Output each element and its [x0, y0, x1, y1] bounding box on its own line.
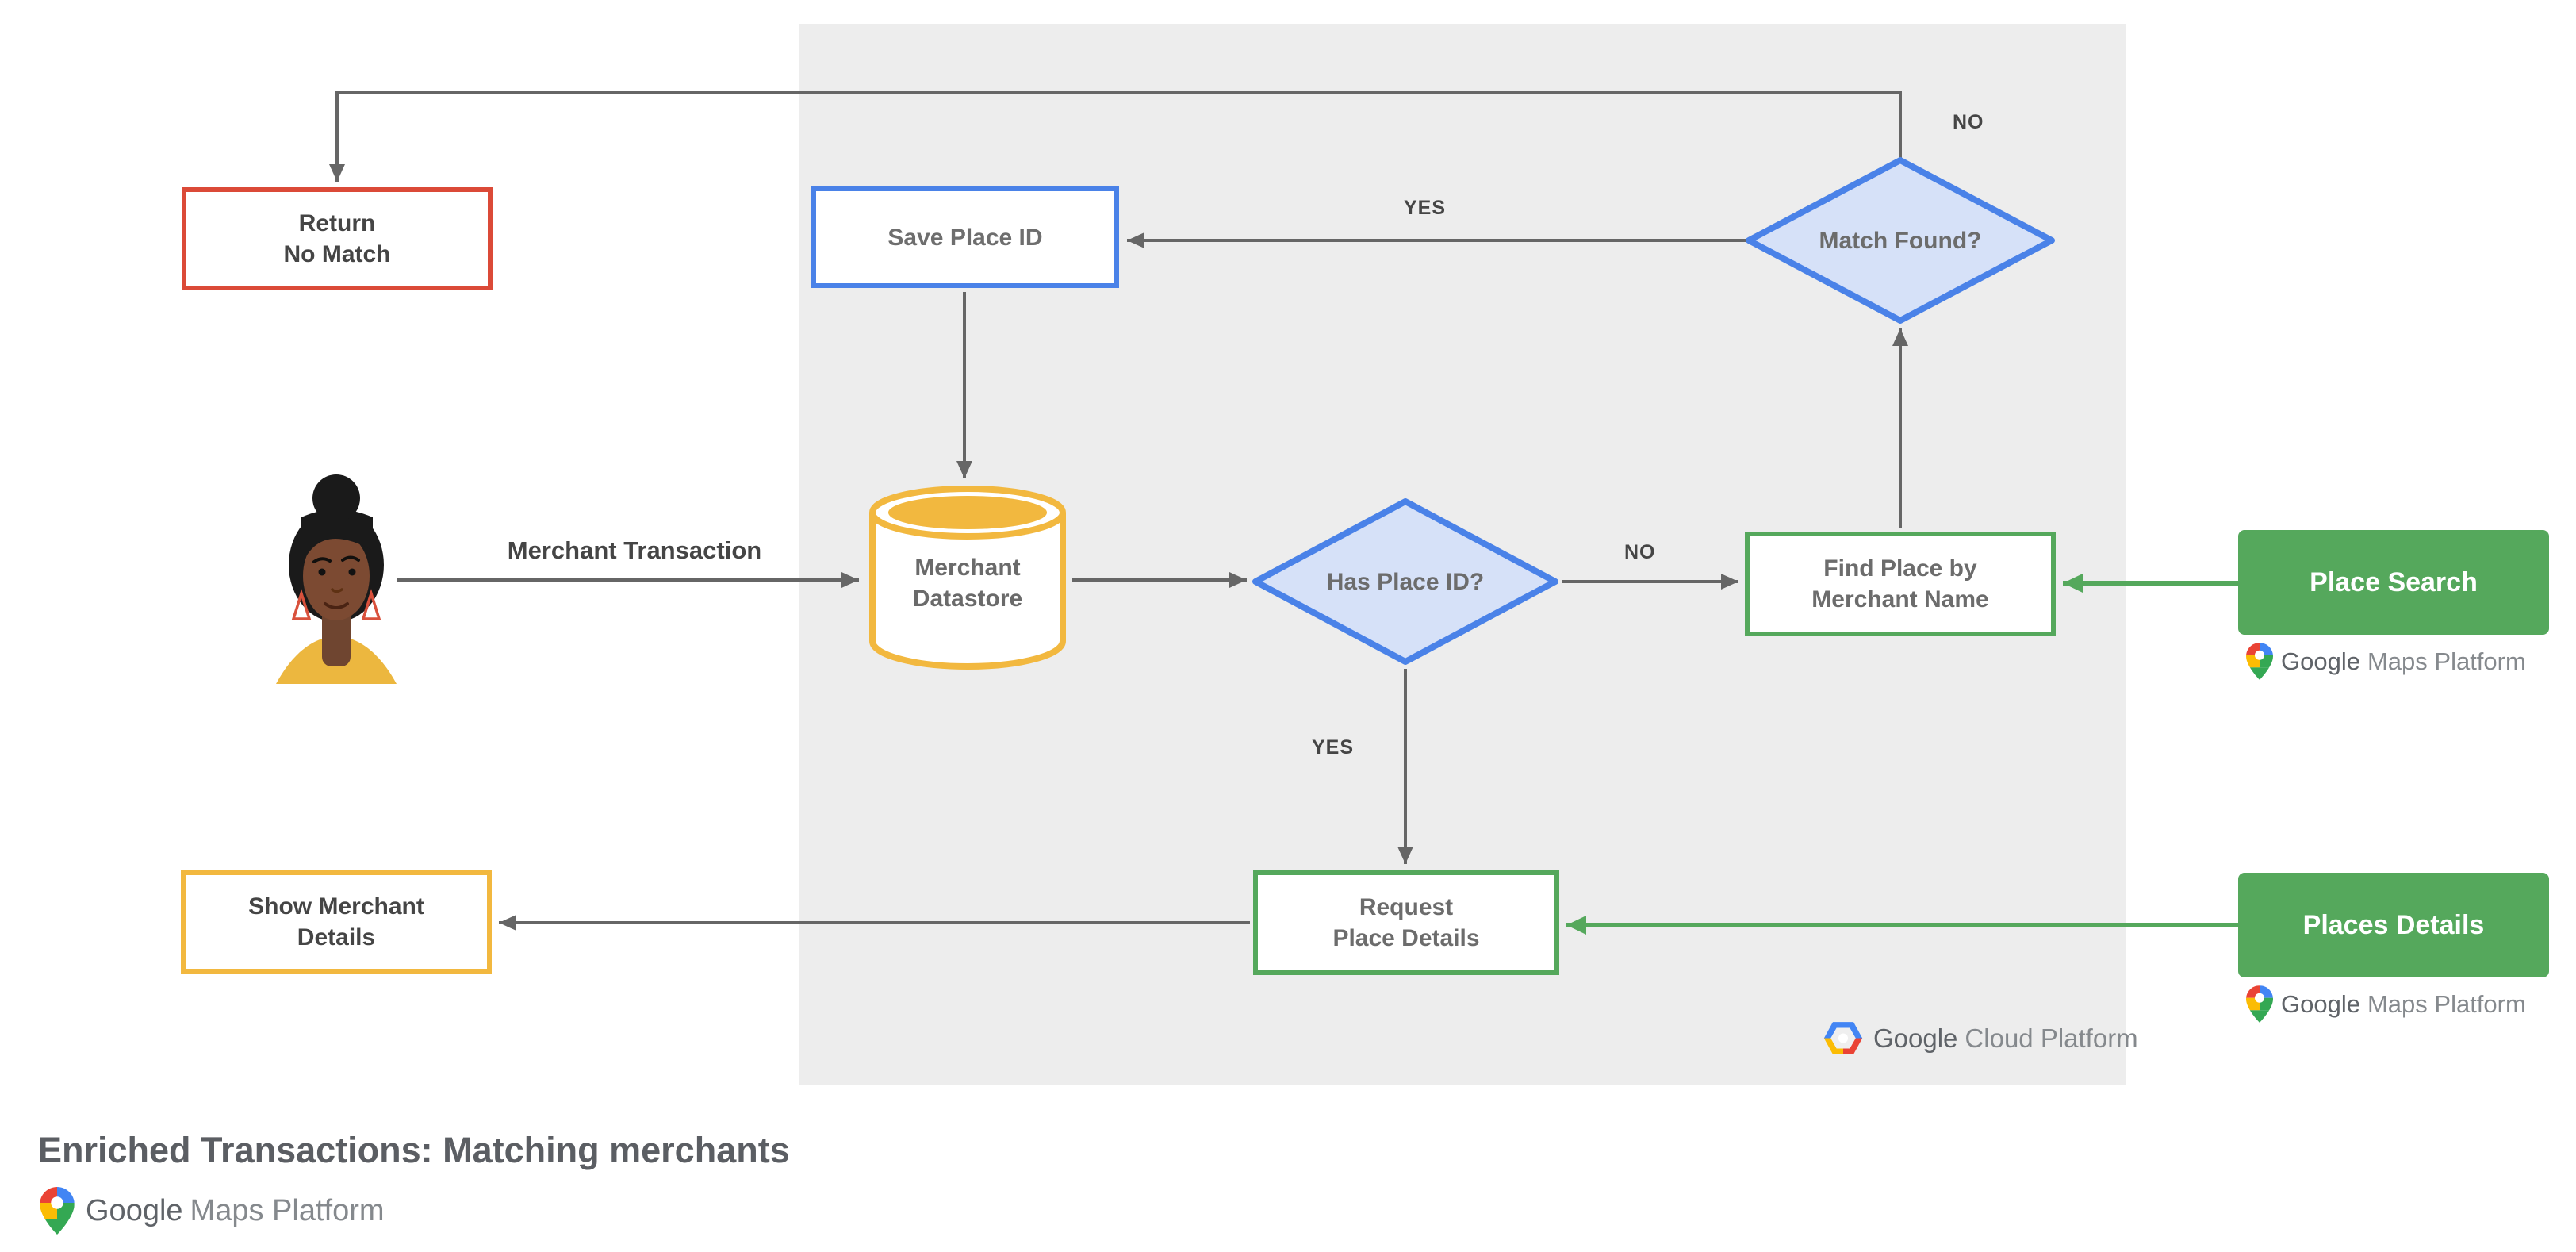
node-match-found-decision: Match Found?	[1745, 156, 2056, 325]
google-cloud-hexagon-icon	[1823, 1022, 1863, 1054]
node-label: Merchant	[914, 555, 1021, 581]
node-label: Has	[1326, 568, 1370, 595]
node-label: Return	[298, 210, 376, 236]
diamond-shape	[1252, 498, 1558, 665]
logo-brand-text: Google	[2281, 989, 2360, 1018]
label-match-found-no: NO	[1953, 111, 1984, 133]
google-maps-platform-logo: Google Maps Platform	[2246, 643, 2526, 680]
node-label: No Match	[283, 241, 391, 267]
node-request-place-details: Request Place Details	[1253, 870, 1559, 975]
api-box-place-search: Place Search	[2238, 530, 2549, 635]
node-label: Datastore	[912, 586, 1023, 612]
node-label: Found?	[1894, 227, 1982, 254]
node-find-place-by-merchant-name: Find Place by Merchant Name	[1745, 532, 2056, 636]
logo-product-text: Maps Platform	[190, 1193, 385, 1227]
logo-brand-text: Google	[86, 1193, 183, 1227]
node-label: Show Merchant	[248, 893, 424, 920]
merchant-user-avatar	[276, 474, 397, 684]
node-label: Place Details	[1332, 925, 1480, 951]
node-merchant-datastore: Merchant Datastore	[866, 484, 1069, 673]
edge-match-found-no-to-return	[329, 91, 1902, 182]
logo-brand-text: Google	[1873, 1023, 1958, 1053]
label-match-found-yes: YES	[1404, 197, 1447, 219]
api-box-places-details: Places Details	[2238, 873, 2549, 977]
node-label: Find Place by	[1823, 555, 1977, 582]
node-label: Merchant Name	[1811, 586, 1989, 613]
node-label: Match	[1819, 227, 1888, 254]
google-maps-platform-logo: Google Maps Platform	[40, 1187, 385, 1235]
cylinder-shape	[869, 486, 1066, 670]
label-has-place-id-yes: YES	[1312, 736, 1355, 758]
logo-product-text: Cloud Platform	[1965, 1023, 2138, 1053]
node-label: Request	[1359, 894, 1454, 920]
logo-product-text: Maps Platform	[2367, 989, 2526, 1018]
node-show-merchant-details: Show Merchant Details	[181, 870, 492, 974]
label-has-place-id-no: NO	[1624, 541, 1656, 563]
google-maps-pin-icon	[2246, 985, 2273, 1023]
node-label: Place ID?	[1377, 568, 1485, 595]
api-box-label: Place Search	[2310, 566, 2478, 597]
logo-brand-text: Google	[2281, 647, 2360, 675]
diagram-title: Enriched Transactions: Matching merchant…	[38, 1130, 790, 1170]
label-merchant-transaction: Merchant Transaction	[507, 536, 762, 564]
logo-product-text: Maps Platform	[2367, 647, 2526, 675]
google-maps-pin-icon	[40, 1187, 75, 1235]
diamond-shape	[1746, 157, 2055, 324]
google-maps-pin-icon	[2246, 643, 2273, 680]
node-save-place-id: Save Place ID	[811, 186, 1119, 288]
google-cloud-platform-logo: Google Cloud Platform	[1823, 1020, 2138, 1056]
node-has-place-id-decision: Has Place ID?	[1252, 497, 1559, 666]
api-box-label: Places Details	[2302, 909, 2485, 940]
node-label: Details	[297, 924, 376, 951]
node-return-no-match: Return No Match	[182, 187, 493, 290]
google-maps-platform-logo: Google Maps Platform	[2246, 985, 2526, 1023]
node-label: Save Place ID	[887, 224, 1043, 251]
